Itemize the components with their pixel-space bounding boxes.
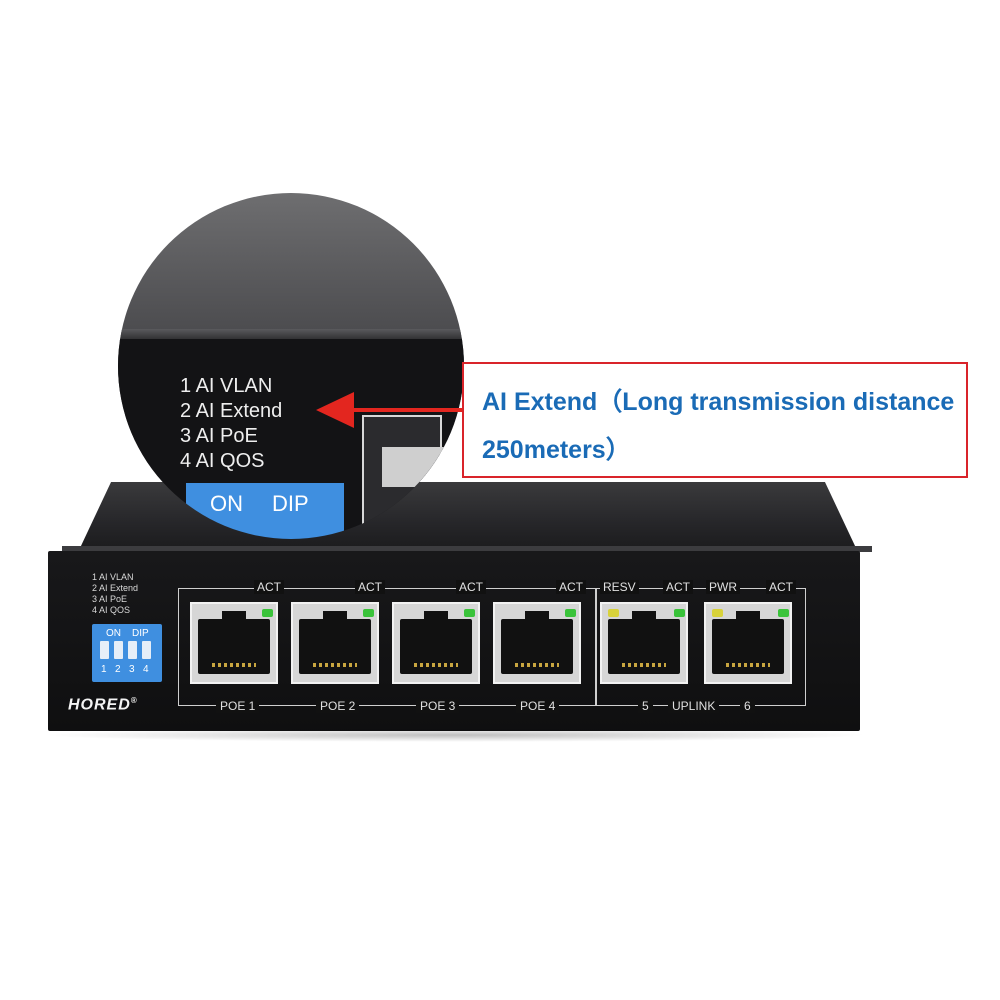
poe-port-frame bbox=[178, 588, 596, 706]
dip-switch[interactable]: ON DIP 1 2 3 4 bbox=[92, 624, 162, 682]
ethernet-port-uplink5[interactable] bbox=[600, 602, 688, 684]
dip-toggle-1[interactable] bbox=[100, 641, 109, 659]
led-act-2 bbox=[363, 609, 374, 617]
red-arrow-shaft bbox=[350, 408, 462, 412]
dip-number-1: 1 bbox=[101, 664, 107, 675]
dip-dip-label: DIP bbox=[132, 628, 149, 639]
ethernet-port-poe3[interactable] bbox=[392, 602, 480, 684]
act-label-2: ACT bbox=[355, 580, 385, 594]
switch-shadow bbox=[40, 728, 870, 742]
rj45-socket bbox=[299, 611, 371, 674]
zoom-dip-switch: ON DIP bbox=[186, 483, 344, 539]
uplink-label: UPLINK bbox=[668, 699, 720, 713]
dip-number-4: 4 bbox=[143, 664, 149, 675]
zoom-dip-on: ON bbox=[210, 491, 243, 516]
act-label-6: ACT bbox=[766, 580, 796, 594]
callout-text: AI Extend（Long transmission distance 250… bbox=[482, 388, 955, 464]
dip-toggle-4[interactable] bbox=[142, 641, 151, 659]
rj45-socket bbox=[400, 611, 472, 674]
dip-number-2: 2 bbox=[115, 664, 121, 675]
front-option-3: 3 AI PoE bbox=[92, 594, 128, 604]
resv-label: RESV bbox=[600, 580, 639, 594]
led-resv bbox=[608, 609, 619, 617]
dip-toggle-2[interactable] bbox=[114, 641, 123, 659]
zoom-option-2: 2 AI Extend bbox=[180, 400, 283, 422]
switch-top-edge bbox=[62, 546, 872, 552]
ethernet-port-poe2[interactable] bbox=[291, 602, 379, 684]
led-act-3 bbox=[464, 609, 475, 617]
rj45-socket bbox=[501, 611, 573, 674]
front-option-2: 2 AI Extend bbox=[92, 583, 139, 593]
front-option-1: 1 AI VLAN bbox=[92, 572, 134, 582]
brand-name: HORED bbox=[68, 696, 131, 714]
act-label-5: ACT bbox=[663, 580, 693, 594]
pwr-label: PWR bbox=[706, 580, 740, 594]
led-pwr bbox=[712, 609, 723, 617]
front-option-4: 4 AI QOS bbox=[92, 605, 131, 615]
poe1-label: POE 1 bbox=[216, 699, 260, 713]
led-act-5 bbox=[674, 609, 685, 617]
ethernet-port-uplink6[interactable] bbox=[704, 602, 792, 684]
zoom-option-1: 1 AI VLAN bbox=[180, 375, 273, 397]
ethernet-port-poe1[interactable] bbox=[190, 602, 278, 684]
poe4-label: POE 4 bbox=[516, 699, 560, 713]
poe2-label: POE 2 bbox=[316, 699, 360, 713]
led-act-6 bbox=[778, 609, 789, 617]
port6-label: 6 bbox=[740, 699, 755, 713]
act-label-1: ACT bbox=[254, 580, 284, 594]
dip-on-label: ON bbox=[106, 628, 121, 639]
port5-label: 5 bbox=[638, 699, 653, 713]
ethernet-port-poe4[interactable] bbox=[493, 602, 581, 684]
brand-mark: ® bbox=[130, 696, 138, 705]
rj45-socket bbox=[712, 611, 784, 674]
act-label-4: ACT bbox=[556, 580, 586, 594]
zoom-port-inner bbox=[382, 447, 452, 487]
zoom-dip-dip: DIP bbox=[272, 491, 309, 516]
brand-logo: HORED® bbox=[68, 696, 138, 714]
zoom-option-4: 4 AI QOS bbox=[180, 450, 265, 472]
dip-toggle-3[interactable] bbox=[128, 641, 137, 659]
rj45-socket bbox=[198, 611, 270, 674]
callout-box: AI Extend（Long transmission distance 250… bbox=[462, 362, 968, 478]
act-label-3: ACT bbox=[456, 580, 486, 594]
zoom-top-edge bbox=[118, 329, 464, 341]
dip-number-3: 3 bbox=[129, 664, 135, 675]
zoom-port-edge bbox=[362, 415, 452, 525]
led-act-1 bbox=[262, 609, 273, 617]
red-arrow-icon bbox=[316, 392, 354, 428]
led-act-4 bbox=[565, 609, 576, 617]
zoom-option-3: 3 AI PoE bbox=[180, 425, 258, 447]
poe3-label: POE 3 bbox=[416, 699, 460, 713]
zoom-callout-circle: 1 AI VLAN 2 AI Extend 3 AI PoE 4 AI QOS … bbox=[118, 193, 464, 539]
rj45-socket bbox=[608, 611, 680, 674]
